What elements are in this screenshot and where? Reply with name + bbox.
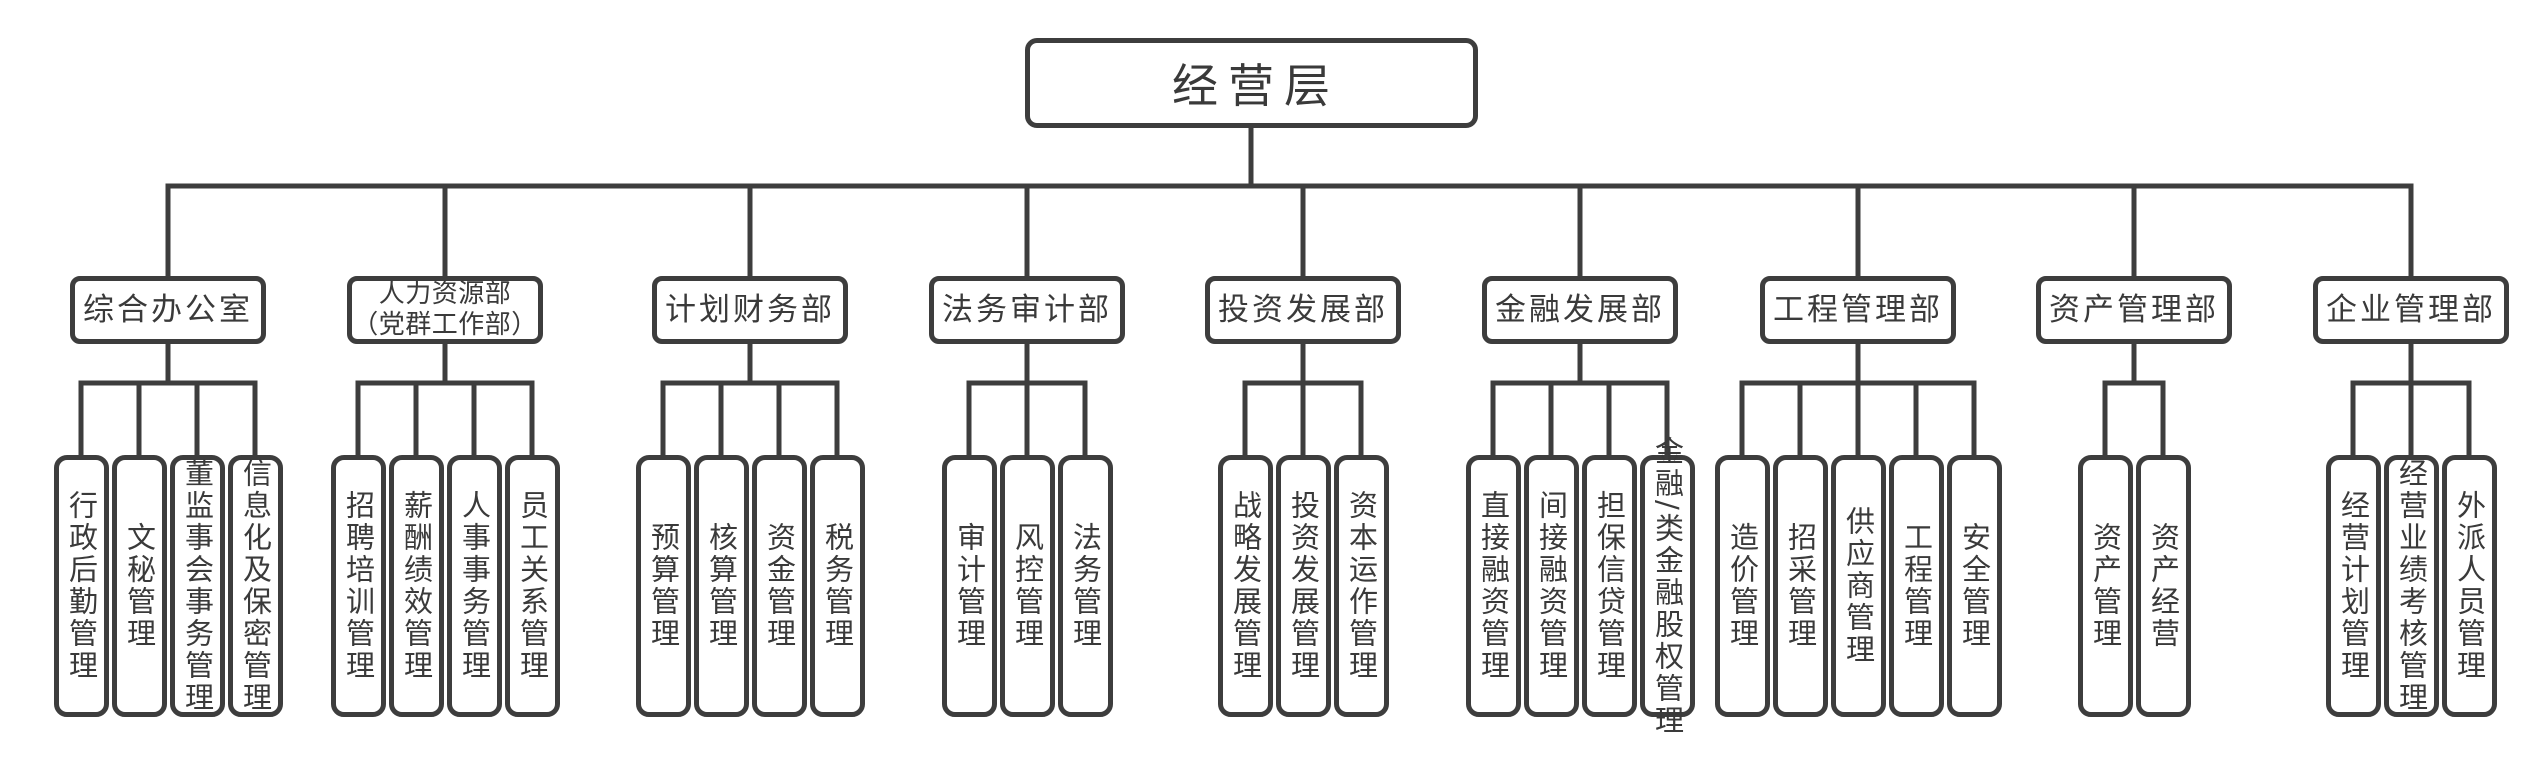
org-node-dept: 法务审计部 bbox=[929, 276, 1125, 344]
org-node-dept: 企业管理部 bbox=[2313, 276, 2509, 344]
org-node-label: 计划财务部 bbox=[665, 291, 835, 328]
org-node-label: 工程管理部 bbox=[1773, 291, 1943, 328]
org-node-label: 投资发展管理 bbox=[1286, 490, 1321, 682]
org-node-item: 造价管理 bbox=[1714, 455, 1770, 717]
org-node-label: 风控管理 bbox=[1010, 522, 1045, 650]
org-node-item: 人事事务管理 bbox=[446, 455, 502, 717]
org-node-item: 税务管理 bbox=[809, 455, 865, 717]
org-node-item: 资产管理 bbox=[2077, 455, 2133, 717]
org-node-item: 投资发展管理 bbox=[1275, 455, 1331, 717]
org-node-item: 信息化及保密管理 bbox=[227, 455, 283, 717]
org-node-label: 经营层 bbox=[1172, 59, 1340, 113]
org-node-label: 员工关系管理 bbox=[515, 490, 550, 682]
org-node-item: 经营业绩考核管理 bbox=[2383, 455, 2439, 717]
org-node-item: 资产经营 bbox=[2135, 455, 2191, 717]
org-node-item: 招采管理 bbox=[1772, 455, 1828, 717]
org-node-label: 资金管理 bbox=[762, 522, 797, 650]
org-node-item: 安全管理 bbox=[1946, 455, 2002, 717]
org-node-dept: 资产管理部 bbox=[2036, 276, 2232, 344]
org-node-item: 审计管理 bbox=[941, 455, 997, 717]
org-node-item: 供应商管理 bbox=[1830, 455, 1886, 717]
org-node-label: 资产管理 bbox=[2088, 522, 2123, 650]
org-node-item: 间接融资管理 bbox=[1523, 455, 1579, 717]
org-node-item: 经营计划管理 bbox=[2325, 455, 2381, 717]
org-node-label: 金融发展部 bbox=[1495, 291, 1665, 328]
org-node-item: 文秘管理 bbox=[111, 455, 167, 717]
org-node-item: 资金管理 bbox=[751, 455, 807, 717]
org-node-label-line2: （党群工作部） bbox=[352, 310, 538, 340]
org-node-item: 招聘培训管理 bbox=[330, 455, 386, 717]
org-node-label: 企业管理部 bbox=[2326, 291, 2496, 328]
org-node-item: 直接融资管理 bbox=[1465, 455, 1521, 717]
org-node-dept: 工程管理部 bbox=[1760, 276, 1956, 344]
org-node-label: 综合办公室 bbox=[83, 291, 253, 328]
org-node-label: 薪酬绩效管理 bbox=[399, 490, 434, 682]
org-node-label: 预算管理 bbox=[646, 522, 681, 650]
org-node-label: 文秘管理 bbox=[122, 522, 157, 650]
org-node-label: 战略发展管理 bbox=[1228, 490, 1263, 682]
org-node-item: 金融/类金融股权管理 bbox=[1639, 436, 1695, 736]
org-node-item: 工程管理 bbox=[1888, 455, 1944, 717]
org-node-label: 资本运作管理 bbox=[1344, 490, 1379, 682]
org-node-label: 金融/类金融股权管理 bbox=[1650, 435, 1685, 737]
org-node-label: 信息化及保密管理 bbox=[238, 458, 273, 714]
org-node-label: 人力资源部 bbox=[378, 279, 512, 310]
org-node-label: 造价管理 bbox=[1725, 522, 1760, 650]
org-node-item: 董监事会事务管理 bbox=[169, 455, 225, 717]
org-node-label: 行政后勤管理 bbox=[64, 490, 99, 682]
org-node-label: 人事事务管理 bbox=[457, 490, 492, 682]
org-node-dept: 综合办公室 bbox=[70, 276, 266, 344]
org-node-item: 外派人员管理 bbox=[2441, 455, 2497, 717]
org-node-label: 间接融资管理 bbox=[1534, 490, 1569, 682]
org-node-label: 供应商管理 bbox=[1841, 506, 1876, 666]
org-node-label: 直接融资管理 bbox=[1476, 490, 1511, 682]
org-node-label: 法务管理 bbox=[1068, 522, 1103, 650]
org-node-label: 税务管理 bbox=[820, 522, 855, 650]
org-node-label: 审计管理 bbox=[952, 522, 987, 650]
org-node-label: 经营计划管理 bbox=[2336, 490, 2371, 682]
org-node-item: 员工关系管理 bbox=[504, 455, 560, 717]
org-node-label: 资产经营 bbox=[2146, 522, 2181, 650]
org-node-label: 投资发展部 bbox=[1218, 291, 1388, 328]
org-node-label: 工程管理 bbox=[1899, 522, 1934, 650]
org-node-item: 薪酬绩效管理 bbox=[388, 455, 444, 717]
org-node-label: 经营业绩考核管理 bbox=[2394, 458, 2429, 714]
org-node-dept: 投资发展部 bbox=[1205, 276, 1401, 344]
org-node-item: 风控管理 bbox=[999, 455, 1055, 717]
org-node-label: 招聘培训管理 bbox=[341, 490, 376, 682]
org-node-item: 战略发展管理 bbox=[1217, 455, 1273, 717]
org-node-item: 行政后勤管理 bbox=[53, 455, 109, 717]
org-node-label: 法务审计部 bbox=[942, 291, 1112, 328]
org-node-label: 安全管理 bbox=[1957, 522, 1992, 650]
org-node-label: 董监事会事务管理 bbox=[180, 458, 215, 714]
org-node-root: 经营层 bbox=[1024, 38, 1478, 128]
org-node-item: 担保信贷管理 bbox=[1581, 455, 1637, 717]
org-node-label: 担保信贷管理 bbox=[1592, 490, 1627, 682]
org-node-dept: 计划财务部 bbox=[652, 276, 848, 344]
org-node-label: 外派人员管理 bbox=[2452, 490, 2487, 682]
org-node-label: 招采管理 bbox=[1783, 522, 1818, 650]
org-node-label: 核算管理 bbox=[704, 522, 739, 650]
org-node-item: 预算管理 bbox=[635, 455, 691, 717]
org-node-item: 核算管理 bbox=[693, 455, 749, 717]
org-node-item: 资本运作管理 bbox=[1333, 455, 1389, 717]
org-node-dept: 金融发展部 bbox=[1482, 276, 1678, 344]
org-node-item: 法务管理 bbox=[1057, 455, 1113, 717]
org-node-label: 资产管理部 bbox=[2049, 291, 2219, 328]
org-node-dept: 人力资源部（党群工作部） bbox=[347, 276, 543, 344]
